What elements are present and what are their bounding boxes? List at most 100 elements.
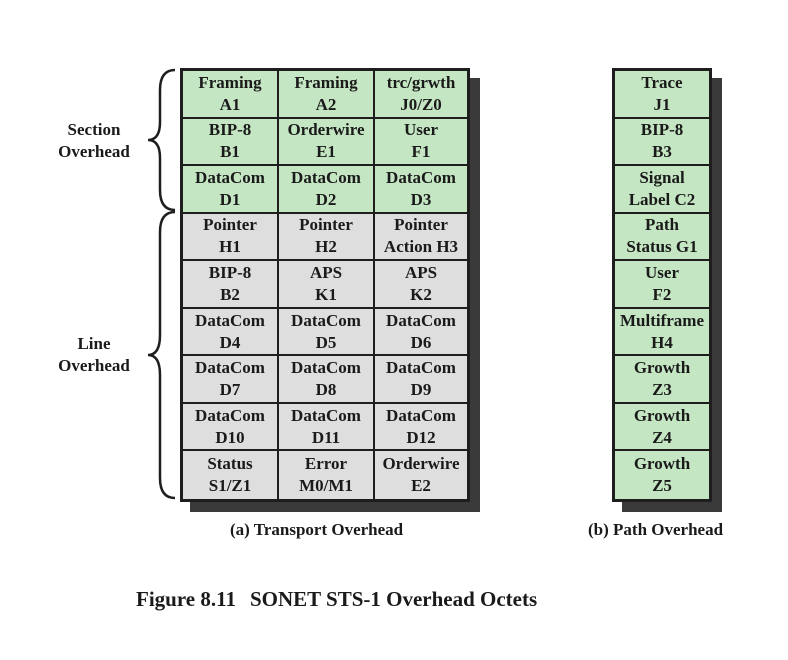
cell-line: A1 — [219, 94, 241, 114]
cell-line: H2 — [315, 237, 337, 257]
cell-line: B2 — [220, 284, 240, 304]
cell-line: DataCom — [291, 167, 361, 187]
cell-line: DataCom — [195, 310, 265, 330]
cell-line: User — [404, 120, 438, 140]
cell-line: Path — [645, 215, 679, 235]
cell-line: Framing — [198, 72, 262, 92]
figure-title-text: SONET STS-1 Overhead Octets — [249, 587, 538, 611]
cell-line: BIP-8 — [640, 120, 684, 140]
cell-line: D4 — [219, 332, 241, 352]
cell-line: J0/Z0 — [400, 94, 442, 114]
cell-line: BIP-8 — [208, 120, 252, 140]
cell-line: DataCom — [291, 405, 361, 425]
cell-line: K2 — [410, 284, 432, 304]
cell-line: S1/Z1 — [208, 476, 252, 496]
cell-line: J1 — [653, 94, 671, 114]
cell-line: M0/M1 — [299, 476, 353, 496]
cell-line: D3 — [410, 189, 432, 209]
path-caption: (b) Path Overhead — [588, 520, 724, 539]
line-label-line-2: Overhead — [58, 356, 130, 375]
cell-line: APS — [404, 262, 438, 282]
cell-line: Label C2 — [628, 189, 696, 209]
cell-line: Pointer — [299, 215, 353, 235]
cell-line: D1 — [219, 189, 241, 209]
cell-line: Z3 — [652, 380, 672, 400]
section-overhead-label: Section Overhead — [44, 119, 144, 163]
cell-line: BIP-8 — [208, 262, 252, 282]
cell-line: K1 — [315, 284, 337, 304]
cell-line: Signal — [639, 167, 685, 187]
cell-line: E1 — [316, 142, 336, 162]
cell-line: D7 — [219, 380, 241, 400]
cell-line: APS — [309, 262, 343, 282]
cell-line: B3 — [652, 142, 672, 162]
cell-line: D6 — [410, 332, 432, 352]
transport-caption: (a) Transport Overhead — [230, 520, 404, 539]
section-label-line-2: Overhead — [58, 142, 130, 161]
cell-line: DataCom — [386, 310, 456, 330]
cell-line: Framing — [294, 72, 358, 92]
cell-line: H1 — [219, 237, 241, 257]
cell-line: D10 — [215, 427, 245, 447]
cell-line: Action H3 — [383, 237, 459, 257]
cell-line: D9 — [410, 380, 432, 400]
cell-line: Error — [304, 454, 348, 474]
cell-line: Status — [207, 454, 253, 474]
cell-line: Multiframe — [619, 310, 705, 330]
cell-line: D2 — [315, 189, 337, 209]
cell-line: Pointer — [203, 215, 257, 235]
cell-line: trc/grwth — [386, 72, 456, 92]
cell-line: DataCom — [291, 310, 361, 330]
line-overhead-label: Line Overhead — [44, 333, 144, 377]
cell-line: D12 — [406, 427, 436, 447]
cell-line: DataCom — [195, 167, 265, 187]
figure-title: Figure 8.11 SONET STS-1 Overhead Octets — [136, 587, 537, 612]
cell-line: Z4 — [652, 427, 672, 447]
figure-number: Figure 8.11 — [136, 587, 236, 611]
cell-line: DataCom — [386, 167, 456, 187]
section-brace — [147, 68, 176, 212]
cell-line: F1 — [411, 142, 431, 162]
cell-line: DataCom — [195, 358, 265, 378]
cell-line: E2 — [411, 476, 431, 496]
cell-line: Z5 — [652, 476, 672, 496]
cell-line: Orderwire — [382, 454, 460, 474]
cell-line: Orderwire — [287, 120, 365, 140]
line-label-line-1: Line — [77, 334, 111, 353]
cell-line: Growth — [633, 405, 691, 425]
cell-line: Status G1 — [626, 237, 698, 257]
cell-line: Trace — [641, 72, 683, 92]
